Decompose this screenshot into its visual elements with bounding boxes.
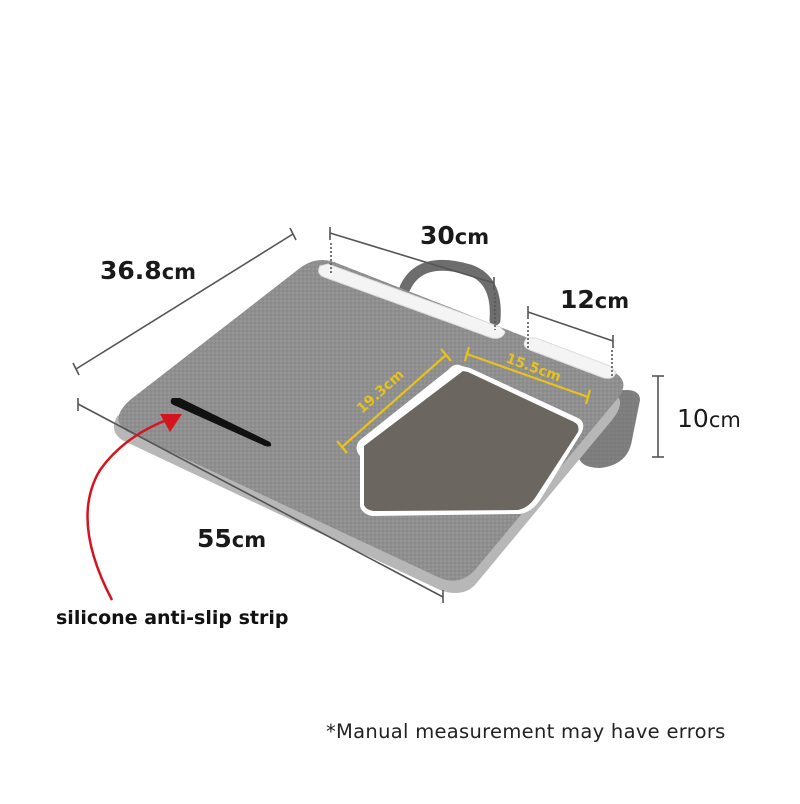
depth-label: 36.8cm <box>100 256 196 285</box>
callout-arrow-icon <box>86 414 182 601</box>
short-slot-label: 12cm <box>560 285 629 314</box>
height-label: 10cm <box>677 404 741 433</box>
pad-depth-dimension <box>336 348 452 454</box>
pad-width-dimension <box>463 346 592 405</box>
board-edge <box>113 392 620 594</box>
depth-dimension <box>72 227 297 376</box>
callout-label: silicone anti-slip strip <box>56 607 288 629</box>
short-slot <box>523 337 617 379</box>
carry-handle <box>399 259 501 326</box>
long-slot-label: 30cm <box>420 221 489 250</box>
width-label: 55cm <box>197 524 266 553</box>
mouse-pad <box>356 364 584 516</box>
width-dimension <box>77 398 444 603</box>
short-slot-dimension <box>527 306 614 377</box>
long-slot <box>318 263 506 339</box>
height-dimension <box>652 375 664 458</box>
long-slot-dimension <box>329 227 496 330</box>
silicone-strip <box>170 398 272 447</box>
measurement-footnote: *Manual measurement may have errors <box>326 720 726 743</box>
